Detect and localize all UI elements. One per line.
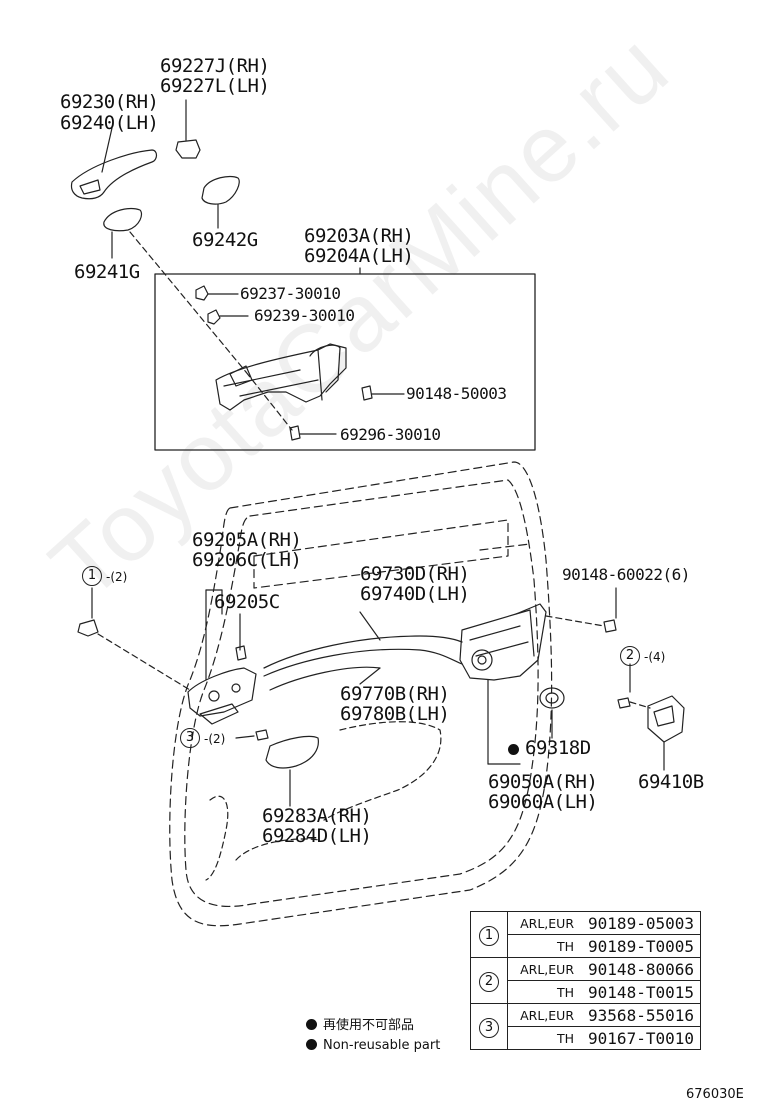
label-69242g: 69242G <box>192 229 258 251</box>
label-69740d: 69740D(LH) <box>360 583 470 605</box>
label-69284d: 69284D(LH) <box>262 825 372 847</box>
inside-handle-part <box>187 667 257 725</box>
callout-2-icon: 2 <box>620 646 640 666</box>
handle-assembly-frame <box>154 273 536 451</box>
fastener-key-table: 1 ARL,EUR 90189-05003 TH 90189-T0005 2 A… <box>470 911 701 1050</box>
key-part-cell: 93568-55016 <box>576 1003 701 1027</box>
table-row: TH 90167-T0010 <box>471 1026 701 1050</box>
striker-part <box>647 695 685 743</box>
label-69060a: 69060A(LH) <box>488 791 598 813</box>
callout-3-qty: -(2) <box>204 732 226 746</box>
label-69241g: 69241G <box>74 261 140 283</box>
label-69780b: 69780B(LH) <box>340 703 450 725</box>
nonreusable-dot-icon <box>508 744 519 755</box>
label-90148-60022: 90148-60022(6) <box>562 565 690 584</box>
seal-part <box>539 687 565 709</box>
key-num-cell: 1 <box>470 911 508 958</box>
key-num-cell: 3 <box>470 1003 508 1050</box>
legend-en-text: Non-reusable part <box>323 1038 441 1053</box>
key-region-cell: ARL,EUR <box>507 911 576 935</box>
label-69318d-text: 69318D <box>525 737 591 759</box>
key-part-cell: 90148-T0015 <box>576 980 701 1004</box>
key-part-cell: 90167-T0010 <box>576 1026 701 1050</box>
callout-1-qty: -(2) <box>106 570 128 584</box>
key-num-cell: 2 <box>470 957 508 1004</box>
label-69240: 69240(LH) <box>60 112 159 134</box>
key-circle-1-icon: 1 <box>479 925 499 946</box>
key-circle-3-icon: 3 <box>479 1017 499 1038</box>
key-region-cell: TH <box>507 1026 576 1050</box>
key-region-cell: ARL,EUR <box>507 1003 576 1027</box>
key-part-cell: 90189-T0005 <box>576 934 701 958</box>
label-69227l: 69227L(LH) <box>160 75 270 97</box>
key-region-cell: TH <box>507 980 576 1004</box>
label-69296: 69296-30010 <box>340 425 441 444</box>
door-pad-part <box>265 735 319 769</box>
table-row: TH 90189-T0005 <box>471 934 701 958</box>
key-circle-2-icon: 2 <box>479 971 499 992</box>
handle-cap-part <box>175 139 201 159</box>
callout-1-icon: 1 <box>82 566 102 586</box>
callout-3-icon: 3 <box>180 728 200 748</box>
callout-2-qty: -(4) <box>644 650 666 664</box>
table-row: 2 ARL,EUR 90148-80066 <box>470 957 701 1004</box>
label-69227j: 69227J(RH) <box>160 55 270 77</box>
legend-en: Non-reusable part <box>306 1038 440 1054</box>
label-69203a: 69203A(RH) <box>304 225 414 247</box>
key-region-cell: TH <box>507 934 576 958</box>
outside-handle-part <box>70 149 158 200</box>
label-69206c: 69206C(LH) <box>192 549 302 571</box>
table-row: 1 ARL,EUR 90189-05003 <box>470 911 701 958</box>
figure-number: 676030E <box>686 1087 744 1102</box>
door-outline <box>169 461 553 927</box>
label-69205a: 69205A(RH) <box>192 529 302 551</box>
legend-jp: 再使用不可部品 <box>306 1018 414 1034</box>
label-69239: 69239-30010 <box>254 306 355 325</box>
handle-pad-part <box>201 175 240 205</box>
legend-dot-icon <box>306 1019 317 1030</box>
label-69283a: 69283A(RH) <box>262 805 372 827</box>
handle-pad-lower-part <box>103 207 143 232</box>
key-part-cell: 90148-80066 <box>576 957 701 981</box>
label-69205c: 69205C <box>214 591 280 613</box>
label-69050a: 69050A(RH) <box>488 771 598 793</box>
table-row: TH 90148-T0015 <box>471 980 701 1004</box>
key-part-cell: 90189-05003 <box>576 911 701 935</box>
label-69410b: 69410B <box>638 771 704 793</box>
legend-dot-icon <box>306 1039 317 1050</box>
label-69237: 69237-30010 <box>240 284 341 303</box>
label-90148-50003: 90148-50003 <box>406 384 507 403</box>
legend-jp-text: 再使用不可部品 <box>323 1018 415 1033</box>
table-row: 3 ARL,EUR 93568-55016 <box>470 1003 701 1050</box>
label-69230: 69230(RH) <box>60 91 159 113</box>
label-69204a: 69204A(LH) <box>304 245 414 267</box>
handle-bracket-part <box>215 343 347 411</box>
label-69318d: 69318D <box>508 738 591 759</box>
label-69730d: 69730D(RH) <box>360 563 470 585</box>
key-region-cell: ARL,EUR <box>507 957 576 981</box>
door-lock-part <box>459 603 547 681</box>
label-69770b: 69770B(RH) <box>340 683 450 705</box>
